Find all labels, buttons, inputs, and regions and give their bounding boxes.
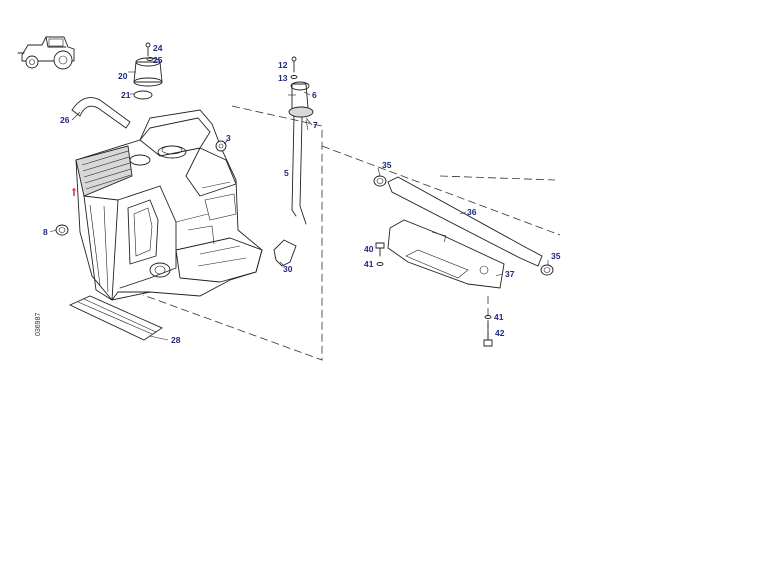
filler-neck-part	[133, 57, 163, 87]
hose-part	[71, 97, 131, 129]
callout-label: 6	[312, 90, 317, 100]
callout-label: 25	[153, 55, 163, 65]
grille-lines	[81, 150, 132, 190]
callout-labels: 24 25 20 21 26 3 8 28 30 12 13 6 7 5 35 …	[43, 43, 561, 345]
callout-label: 21	[121, 90, 131, 100]
leader-lines	[49, 71, 549, 341]
tractor-icon	[17, 36, 75, 70]
callout-label: 24	[153, 43, 163, 53]
clip-part	[273, 239, 297, 267]
callout-label: 3	[226, 133, 231, 143]
screw-part	[145, 42, 154, 61]
bolt-part	[483, 315, 493, 347]
fuel-sender-part	[288, 56, 314, 225]
callout-label: 36	[467, 207, 477, 217]
callout-label: 40	[364, 244, 374, 254]
callout-label: 30	[283, 264, 293, 274]
callout-label: 26	[60, 115, 70, 125]
hose-clamp-part	[373, 175, 387, 187]
o-ring-part	[133, 90, 153, 100]
callout-label: 37	[505, 269, 515, 279]
hose-clamp-part	[540, 264, 554, 276]
mounting-bracket-part	[387, 219, 505, 289]
callout-label: 13	[278, 73, 288, 83]
insulation-strips-part	[68, 295, 163, 341]
callout-label: 12	[278, 60, 288, 70]
red-marker-icon	[72, 188, 76, 196]
callout-label: 41	[494, 312, 504, 322]
drawing-id: 036987	[35, 313, 42, 336]
callout-label: 42	[495, 328, 505, 338]
callout-label: 41	[364, 259, 374, 269]
callout-label: 28	[171, 335, 181, 345]
callout-label: 8	[43, 227, 48, 237]
filler-pipe-part	[387, 176, 543, 267]
callout-label: 20	[118, 71, 128, 81]
callout-label: 35	[551, 251, 561, 261]
grommet-part	[215, 140, 227, 152]
grommet-part	[55, 224, 69, 236]
fuel-tank	[75, 109, 263, 301]
callout-label: 7	[313, 120, 318, 130]
bolt-part	[375, 242, 385, 266]
callout-label: 5	[284, 168, 289, 178]
callout-label: 35	[382, 160, 392, 170]
